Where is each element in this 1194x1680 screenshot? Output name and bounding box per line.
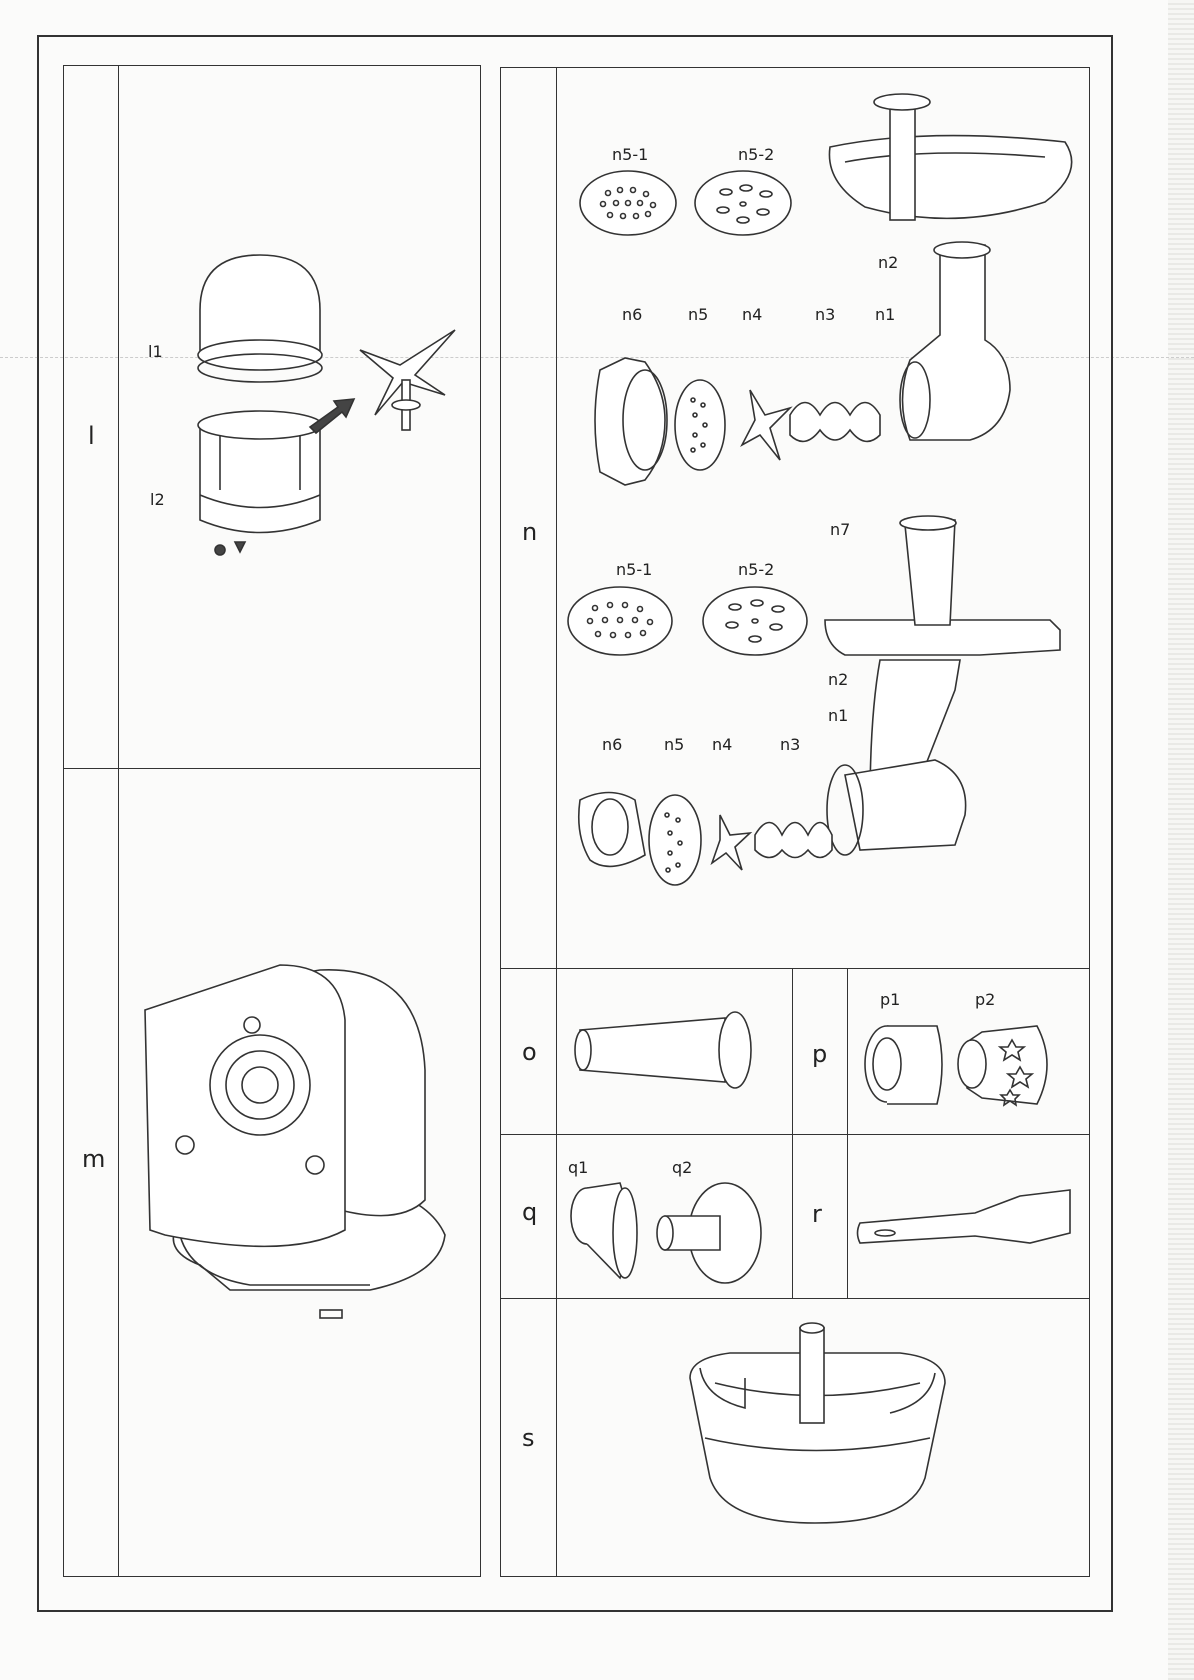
mid-divider-qr [792,1134,793,1298]
section-letter-m: m [82,1145,106,1173]
right-divider [556,67,557,1577]
label-n3-top: n3 [815,305,836,324]
label-p1: p1 [880,990,901,1009]
divider-p [847,968,848,1134]
mid-divider-op [792,968,793,1134]
left-column [63,65,481,1577]
label-n2-bottom: n2 [828,670,849,689]
section-letter-s: s [522,1424,535,1452]
row-divider-o [500,968,1090,969]
label-n2-top: n2 [878,253,899,272]
label-n5-bottom: n5 [664,735,685,754]
label-n3-bottom: n3 [780,735,801,754]
motor-base-icon [144,964,446,1319]
left-row-divider [63,768,481,769]
grinder-plate-icon [579,170,792,236]
label-n4-bottom: n4 [712,735,733,754]
label-n6-top: n6 [622,305,643,324]
sausage-nozzle-icon [574,1011,752,1089]
arrow-icon [308,398,356,435]
label-n5-1-top: n5-1 [612,145,649,164]
label-n5-1-bottom: n5-1 [616,560,653,579]
label-q1: q1 [568,1158,589,1177]
label-n7-bottom: n7 [830,520,851,539]
left-divider [118,65,119,1577]
label-l1: l1 [148,342,163,361]
bowl-icon [689,1322,946,1524]
blade-icon [359,329,456,431]
section-letter-r: r [812,1200,822,1228]
hopper-tray-icon [828,93,1073,221]
label-n5-2-top: n5-2 [738,145,775,164]
juicer-cone-icon [570,1182,762,1284]
section-letter-o: o [522,1038,537,1066]
label-n1-top: n1 [875,305,896,324]
row-divider-s [500,1298,1090,1299]
spatula-icon [856,1189,1071,1244]
scan-line [0,357,1194,358]
chopper-bowl-icon [197,254,323,556]
outer-frame [37,35,1113,1612]
label-n5-top: n5 [688,305,709,324]
label-n4-top: n4 [742,305,763,324]
label-p2: p2 [975,990,996,1009]
label-q2: q2 [672,1158,693,1177]
section-letter-l: l [88,422,95,450]
right-column [500,67,1090,1577]
label-l2: l2 [150,490,165,509]
drum-icon [864,1025,1048,1107]
grinder-plate-icon-bottom [567,586,808,656]
label-n6-bottom: n6 [602,735,623,754]
section-letter-n: n [522,518,538,546]
section-letter-p: p [812,1040,828,1068]
section-letter-q: q [522,1198,538,1226]
row-divider-q [500,1134,1090,1135]
divider-r [847,1134,848,1298]
page-edge [1168,0,1194,1680]
label-n5-2-bottom: n5-2 [738,560,775,579]
label-n1-bottom: n1 [828,706,849,725]
mincer-icon [594,241,1011,486]
mincer-icon-bottom [577,515,1061,886]
